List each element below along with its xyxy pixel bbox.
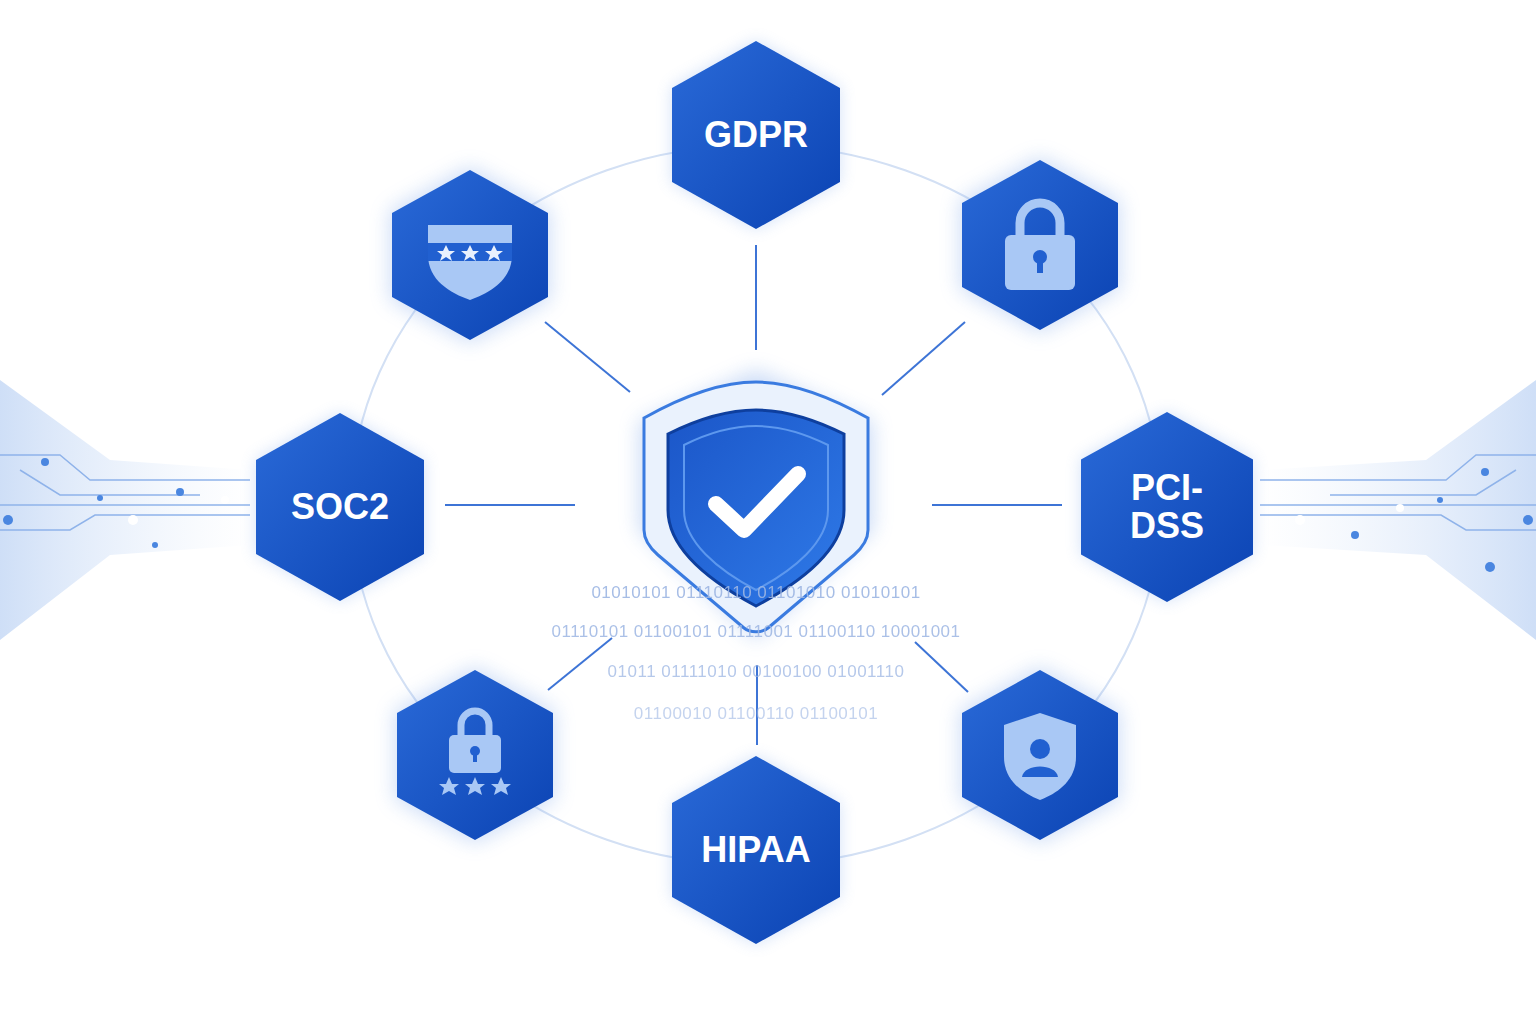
binary-text: 01110101 01100101 01111001 01100110 1000… (552, 622, 961, 642)
standard-hexagon: PCI-DSS (1081, 412, 1253, 602)
standard-hexagon: SOC2 (256, 413, 424, 601)
standard-hexagon: GDPR (672, 41, 840, 229)
circuit-right (1260, 380, 1536, 640)
circuit-left (0, 380, 250, 640)
standard-name: GDPR (704, 116, 808, 154)
standard-name: HIPAA (701, 831, 810, 869)
standard-hexagon: HIPAA (672, 756, 840, 944)
standard-name: PCI-DSS (1117, 469, 1217, 545)
binary-text: 01011 01111010 00100100 01001110 (608, 662, 905, 682)
standard-name: SOC2 (291, 488, 389, 526)
icon-hexagons (390, 157, 1120, 843)
spoke-lines (445, 245, 1062, 745)
binary-text: 01010101 01110110 01101010 01010101 (591, 583, 920, 603)
binary-text: 01100010 01100110 01100101 (634, 704, 878, 724)
